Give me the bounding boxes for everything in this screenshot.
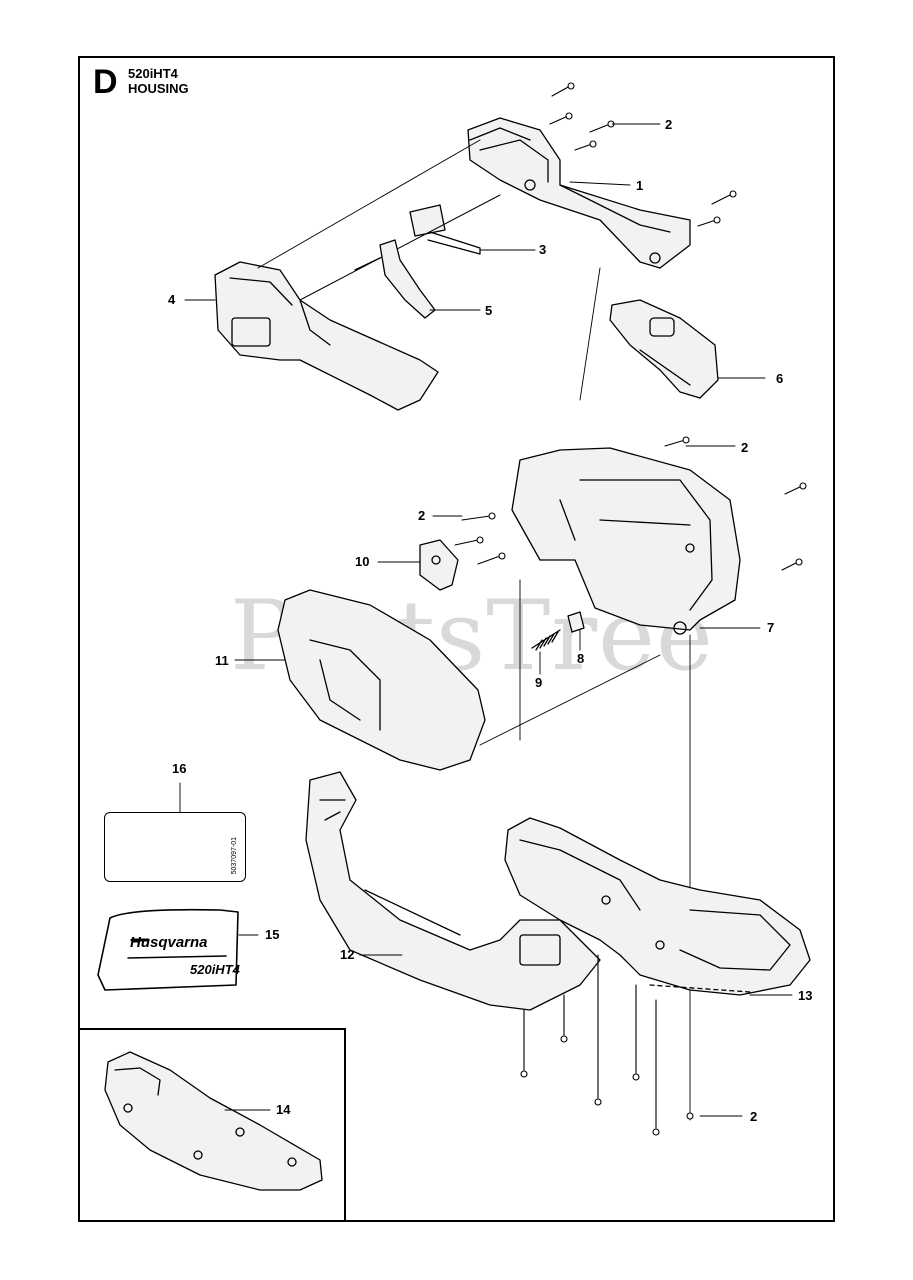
assembly-lines (257, 139, 691, 1121)
callout-12: 12 (340, 947, 355, 962)
part-3-rod (299, 194, 501, 301)
part-5-trigger (354, 239, 436, 319)
callout-3: 3 (539, 242, 547, 257)
callout-2: 2 (741, 440, 749, 455)
callout-11: 11 (215, 653, 229, 668)
callout-10: 10 (355, 554, 370, 569)
callout-leaders (179, 123, 793, 1117)
callout-6: 6 (776, 371, 784, 386)
callout-16: 16 (172, 761, 187, 776)
callout-13: 13 (798, 988, 813, 1003)
part-10-latch (419, 539, 459, 591)
screws-left (454, 512, 506, 565)
callout-1: 1 (636, 178, 644, 193)
callout-2: 2 (418, 508, 426, 523)
callout-5: 5 (485, 303, 493, 318)
callout-4: 4 (168, 292, 176, 307)
callout-15: 15 (265, 927, 280, 942)
page-title: HOUSING (128, 81, 189, 96)
part-15-decal-shape (97, 908, 239, 991)
callout-8: 8 (577, 651, 585, 666)
part-9-spring (531, 629, 561, 651)
screws-top (549, 82, 737, 227)
part-16-warning-label: 5037097-01 (104, 812, 246, 882)
part-1-upper-housing (467, 117, 691, 269)
inset-frame (78, 1028, 346, 1222)
callout-9: 9 (535, 675, 543, 690)
part-7-main-housing (511, 447, 741, 635)
decal-model: 520iHT4 (190, 962, 240, 977)
diagram-frame (78, 56, 835, 1222)
part-11-front-housing (277, 589, 486, 771)
decal-brand: Husqvarna (130, 934, 208, 951)
screws-right (664, 436, 807, 571)
section-letter: D (93, 63, 118, 101)
callout-7: 7 (767, 620, 775, 635)
part-8-contact (567, 611, 585, 633)
callout-2: 2 (665, 117, 673, 132)
part-14-lower-cover (104, 1051, 323, 1191)
callout-2: 2 (750, 1109, 758, 1124)
part-13-lower-housing (504, 817, 811, 996)
part-6-cover (609, 299, 719, 399)
callout-14: 14 (276, 1102, 291, 1117)
screws-bottom (520, 954, 694, 1136)
model-name: 520iHT4 (128, 66, 178, 81)
part-4-rear-handle (214, 261, 439, 411)
label-part-code: 5037097-01 (231, 837, 238, 875)
